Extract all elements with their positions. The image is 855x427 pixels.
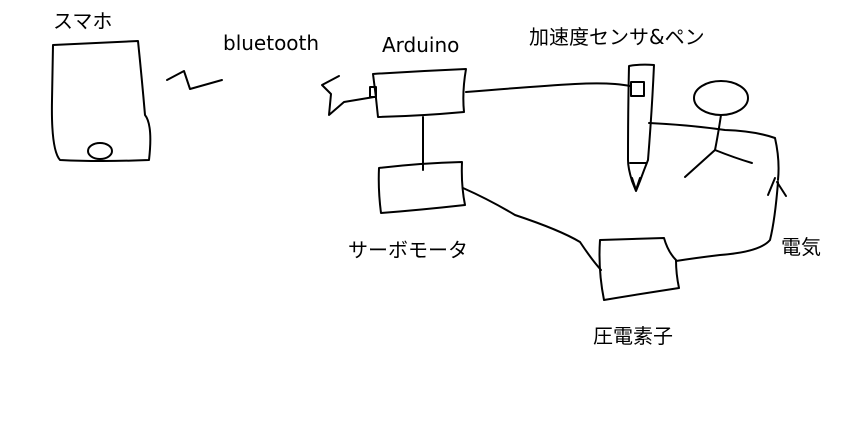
smartphone-home-button — [87, 142, 113, 160]
accelerometer-chip — [630, 81, 645, 97]
bluetooth-signal-left — [166, 70, 223, 90]
person-arm — [648, 122, 780, 181]
arduino-box — [372, 68, 467, 118]
arduino-pen-wire — [465, 82, 631, 93]
arduino-port — [369, 86, 377, 98]
pen-body — [627, 63, 655, 192]
piezo-label: 圧電素子 — [593, 324, 673, 348]
smartphone-outline — [50, 40, 152, 162]
piezo-box — [598, 237, 680, 301]
servo-motor-box — [377, 161, 466, 214]
electricity-label: 電気 — [781, 235, 821, 259]
servo-motor-label: サーボモータ — [348, 238, 468, 262]
sensor-pen-label: 加速度センサ&ペン — [529, 25, 705, 49]
bluetooth-label: bluetooth — [223, 31, 320, 55]
arduino-label: Arduino — [382, 33, 460, 57]
person-body — [684, 114, 722, 178]
pen-tip — [631, 177, 641, 191]
servo-piezo-wire — [462, 187, 602, 271]
bluetooth-signal-right — [321, 75, 375, 116]
electricity-wire — [675, 181, 779, 262]
person-leg — [714, 149, 753, 164]
smartphone-label: スマホ — [53, 9, 113, 33]
person-head — [693, 80, 749, 116]
